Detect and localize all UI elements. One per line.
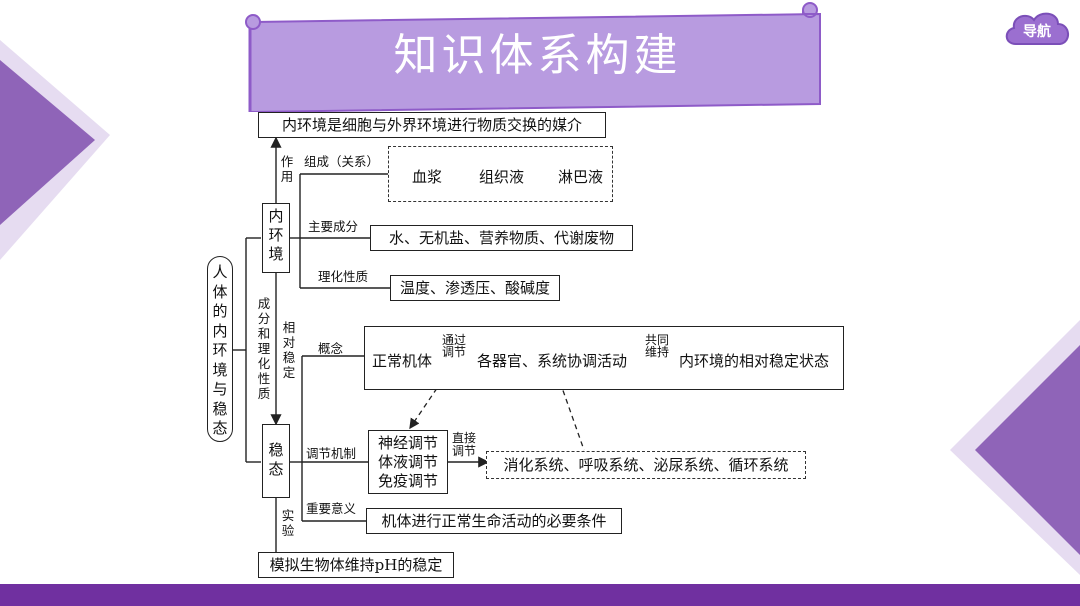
homeostasis-box: 稳态 [262, 424, 290, 498]
systems-box: 消化系统、呼吸系统、泌尿系统、循环系统 [486, 451, 806, 479]
label-relative-stable: 相对稳定 [282, 320, 296, 380]
label-experiment: 实验 [281, 508, 295, 538]
nav-button[interactable]: 导航 [1002, 8, 1072, 52]
label-concept: 概念 [318, 341, 344, 356]
neural-regulation: 神经调节 [377, 434, 438, 452]
blood-plasma: 血浆 [412, 168, 443, 186]
label-main-components: 主要成分 [308, 219, 359, 234]
tissue-fluid: 组织液 [479, 168, 525, 186]
regulation-box: 神经调节 体液调节 免疫调节 [368, 430, 448, 494]
composition-box [388, 146, 613, 202]
page-title: 知识体系构建 [393, 30, 682, 81]
concept-via: 通过调节 [442, 333, 467, 359]
root-topic: 人体的内环境与稳态 [207, 256, 233, 442]
right-triangle-dark [975, 345, 1080, 555]
nav-label: 导航 [1023, 24, 1051, 40]
title-banner [245, 2, 821, 112]
immune-regulation: 免疫调节 [377, 472, 438, 490]
humoral-regulation: 体液调节 [377, 453, 438, 471]
lymph: 淋巴液 [558, 168, 604, 186]
physchem-box: 温度、渗透压、酸碱度 [390, 275, 560, 301]
significance-box: 机体进行正常生命活动的必要条件 [366, 508, 622, 534]
label-composition-physchem: 成分和理化性质 [257, 296, 271, 401]
direct-regulation: 直接调节 [452, 431, 477, 458]
label-regulation: 调节机制 [306, 446, 357, 461]
cloud-icon [1005, 12, 1069, 45]
concept-together: 共同维持 [645, 333, 670, 359]
label-significance: 重要意义 [306, 501, 357, 516]
root-label: 人体的内环境与稳态 [212, 263, 228, 437]
footer-bar [0, 584, 1080, 606]
medium-statement-box: 内环境是细胞与外界环境进行物质交换的媒介 [258, 112, 606, 138]
left-triangle-dark [0, 60, 95, 225]
main-components-box: 水、无机盐、营养物质、代谢废物 [370, 225, 633, 251]
internal-environment-box: 内环境 [262, 203, 290, 273]
concept-end: 内环境的相对稳定状态 [679, 352, 830, 370]
experiment-box: 模拟生物体维持pH的稳定 [258, 552, 454, 578]
concept-middle: 各器官、系统协调活动 [477, 352, 628, 370]
label-composition: 组成（关系） [304, 154, 380, 169]
concept-box [364, 326, 844, 390]
label-physchem: 理化性质 [318, 269, 369, 284]
concept-start: 正常机体 [372, 352, 433, 370]
label-function: 作用 [280, 154, 294, 184]
